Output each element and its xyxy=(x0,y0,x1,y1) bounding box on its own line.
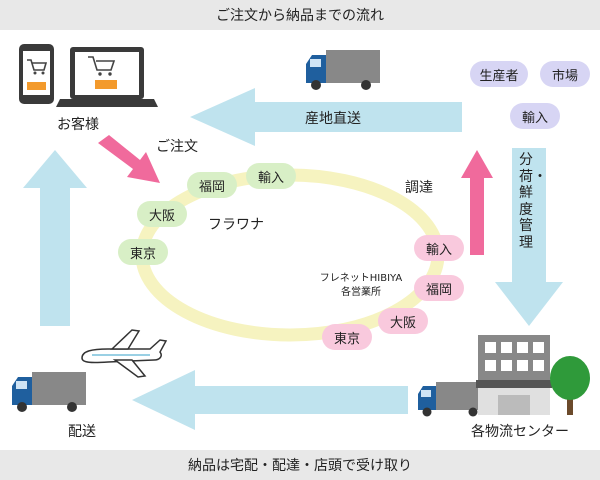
truck-icon-top xyxy=(306,50,380,90)
truck-icon-center xyxy=(418,382,484,417)
branch-label-line1: フレネットHIBIYA xyxy=(319,273,403,284)
green-bubble: 東京 xyxy=(118,239,168,265)
footer-bar: 納品は宅配・配達・店頭で受け取り xyxy=(0,450,600,480)
smartphone-icon xyxy=(19,44,54,104)
pink-bubble: 福岡 xyxy=(414,275,464,301)
procurement-label: 調達 xyxy=(405,180,433,196)
green-bubble: 大阪 xyxy=(137,201,187,227)
sorting-label: 分荷・鮮度管理 xyxy=(519,152,547,251)
truck-icon-left xyxy=(12,372,86,412)
header-title: ご注文から納品までの流れ xyxy=(216,8,384,24)
branch-label-line2: 各営業所 xyxy=(341,287,381,298)
laptop-icon xyxy=(56,47,158,107)
source-bubble: 市場 xyxy=(540,61,590,87)
source-bubble: 輸入 xyxy=(510,103,560,129)
customer-up-arrow xyxy=(23,150,87,326)
tree-icon xyxy=(550,356,590,415)
green-bubble: 輸入 xyxy=(246,163,296,189)
procurement-arrow xyxy=(461,150,493,255)
pink-bubble: 輸入 xyxy=(414,235,464,261)
footer-note: 納品は宅配・配達・店頭で受け取り xyxy=(188,458,412,474)
pink-bubble: 大阪 xyxy=(378,308,428,334)
delivery-label: 配送 xyxy=(68,424,96,440)
company-label: フラワナ xyxy=(208,217,264,233)
branch-label: フレネットHIBIYA 各営業所 xyxy=(306,272,416,300)
source-bubble: 生産者 xyxy=(470,61,528,87)
pink-bubble: 東京 xyxy=(322,324,372,350)
order-label: ご注文 xyxy=(156,139,198,155)
green-bubble: 福岡 xyxy=(187,172,237,198)
direct-shipping-label: 産地直送 xyxy=(305,111,361,127)
customer-label: お客様 xyxy=(57,117,99,133)
sorting-down-arrow xyxy=(495,148,563,326)
logistics-center-label: 各物流センター xyxy=(471,424,569,440)
airplane-icon xyxy=(81,329,168,378)
order-arrow xyxy=(98,135,160,183)
building-icon xyxy=(476,335,552,415)
direct-shipping-arrow xyxy=(190,88,462,146)
header-bar: ご注文から納品までの流れ xyxy=(0,0,600,30)
delivery-arrow xyxy=(132,370,408,430)
